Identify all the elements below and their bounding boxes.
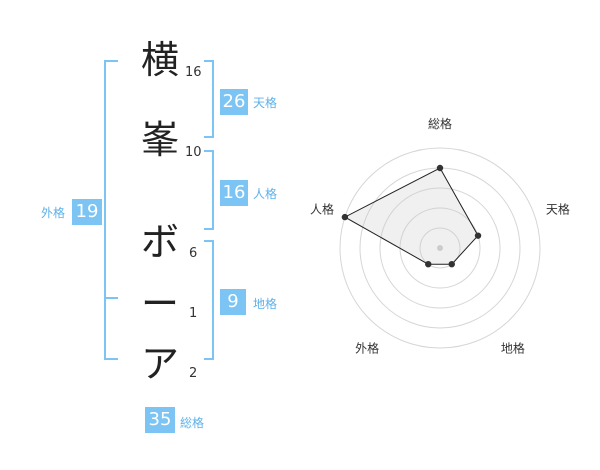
radar-point-3	[448, 260, 455, 268]
gaikaku-score: 19	[72, 199, 102, 225]
radar-grid-ring-3	[379, 187, 501, 309]
gaikaku-bracket-mid	[104, 297, 118, 299]
radar-grid-ring-5	[339, 147, 541, 349]
name-char-4: ー	[140, 282, 179, 326]
jinkaku-bracket-bottom	[204, 228, 214, 230]
radar-point-2	[474, 232, 482, 239]
name-char-3: ボ	[140, 220, 179, 264]
radar-axis-label-5: 人格	[310, 202, 334, 217]
gaikaku-bracket-top	[104, 60, 118, 62]
name-char-2: 峯	[140, 118, 179, 162]
chikaku-score: 9	[220, 289, 246, 315]
tenkaku-label: 天格	[253, 96, 278, 110]
radar-point-5	[341, 213, 349, 221]
tenkaku-bracket-bottom	[204, 136, 214, 138]
chikaku-bracket-bottom	[204, 358, 214, 360]
radar-point-4	[425, 260, 432, 268]
chikaku-bracket-vertical	[212, 240, 214, 360]
gaikaku-bracket-bottom	[104, 358, 118, 360]
radar-axis-label-1: 総格	[428, 116, 452, 131]
chikaku-label: 地格	[253, 297, 278, 311]
stroke-count-5: 2	[189, 366, 198, 381]
name-char-5: ア	[140, 342, 179, 386]
radar-center-dot	[437, 245, 443, 251]
tenkaku-score: 26	[220, 89, 248, 115]
name-char-1: 横	[140, 38, 179, 82]
tenkaku-bracket-top	[204, 60, 214, 62]
chikaku-bracket-top	[204, 240, 214, 242]
radar-axis-label-3: 地格	[501, 340, 525, 355]
gaikaku-bracket-vertical	[104, 60, 106, 360]
jinkaku-score: 16	[220, 180, 248, 206]
jinkaku-label: 人格	[253, 187, 278, 201]
radar-point-1	[436, 164, 444, 172]
radar-grid-ring-1	[419, 227, 461, 269]
soukaku-label: 総格	[180, 416, 205, 430]
jinkaku-bracket-vertical	[212, 150, 214, 230]
stroke-count-2: 10	[185, 145, 202, 160]
radar-axis-label-2: 天格	[546, 202, 570, 217]
soukaku-score: 35	[145, 407, 175, 433]
stroke-count-3: 6	[189, 246, 198, 261]
stroke-count-4: 1	[189, 306, 198, 321]
stroke-count-1: 16	[185, 65, 202, 80]
tenkaku-bracket-vertical	[212, 60, 214, 138]
radar-series-polygon	[343, 167, 479, 265]
radar-axis-label-4: 外格	[355, 340, 379, 355]
jinkaku-bracket-top	[204, 150, 214, 152]
gaikaku-label: 外格	[41, 206, 66, 220]
